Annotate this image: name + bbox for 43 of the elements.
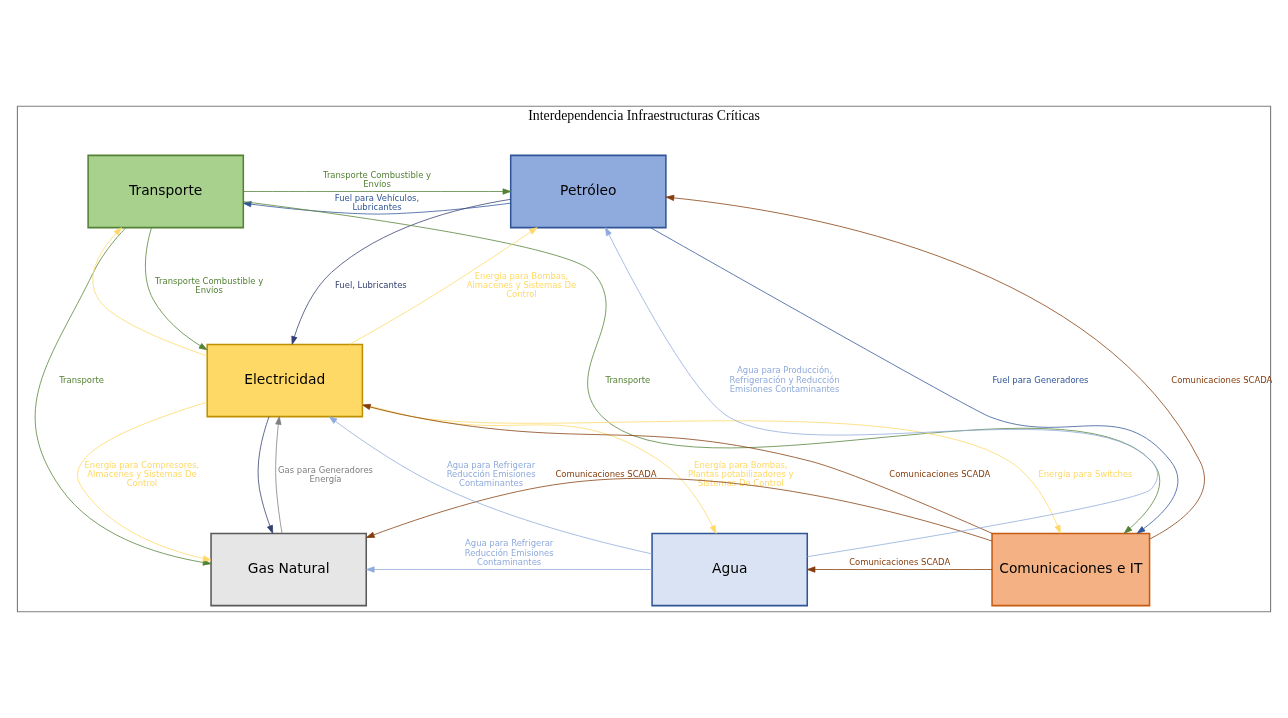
arrow	[349, 227, 538, 345]
node-box: Comunicaciones e IT	[991, 532, 1151, 607]
edge-label: Agua para Refrigerar Reducción Emisiones Contaminantes	[464, 538, 554, 567]
edge-label: Comunicaciones SCADA	[555, 469, 657, 480]
arrow	[275, 416, 283, 534]
arrow	[806, 566, 993, 573]
edge-label: Fuel, Lubricantes	[334, 280, 407, 291]
edge-label: Gas para Generadores Energía	[278, 464, 373, 484]
edge-label: Transporte Combustible y Envíos	[322, 169, 432, 189]
arrow	[242, 201, 512, 215]
arrow	[362, 403, 717, 534]
edge-label: Transporte	[605, 374, 651, 385]
edge-label: Agua para Refrigerar Reducción Emisiones Contaminantes	[446, 459, 536, 489]
arrow	[243, 188, 512, 195]
arrow	[92, 227, 208, 357]
node-box: Electricidad	[206, 343, 364, 418]
arrow	[605, 227, 1158, 558]
edge-label: Energía para Compresores, Almacenes y Sistemas De Control	[84, 459, 200, 489]
arrow	[665, 194, 1205, 540]
arrow	[291, 198, 511, 345]
arrow	[366, 566, 653, 573]
arrow	[145, 227, 208, 351]
arrow	[34, 227, 212, 566]
edge-label: Comunicaciones SCADA	[849, 556, 951, 567]
edge-label: Fuel para Generadores	[992, 374, 1089, 385]
node-box: Petróleo	[509, 154, 667, 229]
node-box: Agua	[651, 532, 809, 607]
edge-label: Agua para Producción, Refrigeración y Reducción Emisiones Contaminantes	[729, 365, 840, 394]
node-box: Gas Natural	[210, 532, 367, 607]
edge-label: Transporte Combustible y Envíos	[155, 275, 264, 295]
arrow	[257, 416, 274, 534]
edge-label: Comunicaciones SCADA	[889, 469, 991, 480]
node-box: Transporte	[87, 154, 245, 229]
edge-label: Comunicaciones SCADA	[1171, 374, 1273, 385]
edge-label: Transporte	[59, 374, 104, 385]
edge-label: Fuel para Vehículos, Lubricantes	[334, 192, 420, 212]
arrow	[650, 227, 1179, 534]
edge-label: Energía para Switches	[1038, 469, 1133, 480]
arrow	[328, 416, 653, 555]
arrow	[242, 201, 1161, 534]
arrow	[77, 401, 212, 562]
edge-label: Energía para Bombas, Almacenes y Sistemas De Control	[466, 270, 577, 300]
arrow	[366, 478, 993, 542]
